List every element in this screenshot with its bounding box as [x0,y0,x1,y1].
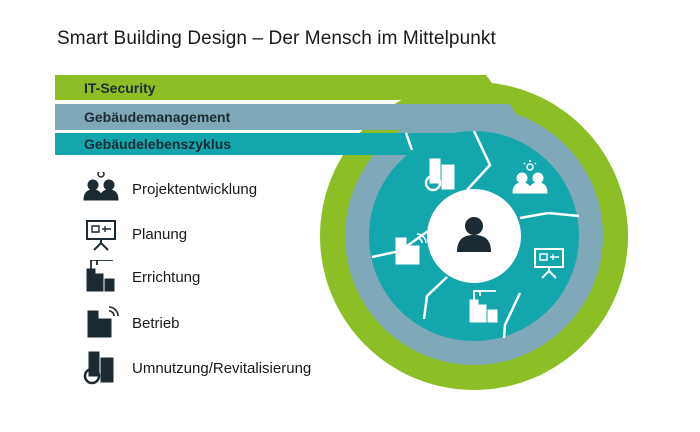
management-band [55,104,518,130]
legend-item-planung: Planung [82,217,187,251]
legend-label: Umnutzung/Revitalisierung [132,359,312,377]
management-band-label: Gebäudemanagement [84,109,231,125]
security-band-label: IT-Security [84,80,156,96]
lifecycle-band-label: Gebäudelebenszyklus [84,136,231,152]
legend-item-betrieb: Betrieb [82,306,180,340]
legend-label: Betrieb [132,314,180,332]
legend-label: Planung [132,225,188,243]
recycle-building-icon [82,351,120,385]
legend-item-errichtung: Errichtung [82,260,200,294]
smart-building-icon [82,306,120,340]
legend-label: Projektentwicklung [132,180,258,198]
legend-item-umnutzung: Umnutzung/Revitalisierung [82,351,311,385]
people-lightbulb-icon [82,172,120,206]
presentation-board-icon [82,217,120,251]
lifecycle-band [55,133,487,155]
legend-item-projektentwicklung: Projektentwicklung [82,172,257,206]
construction-building-icon [82,260,120,294]
page-title: Smart Building Design – Der Mensch im Mi… [57,28,496,49]
legend-label: Errichtung [132,268,201,286]
security-band [55,75,495,100]
